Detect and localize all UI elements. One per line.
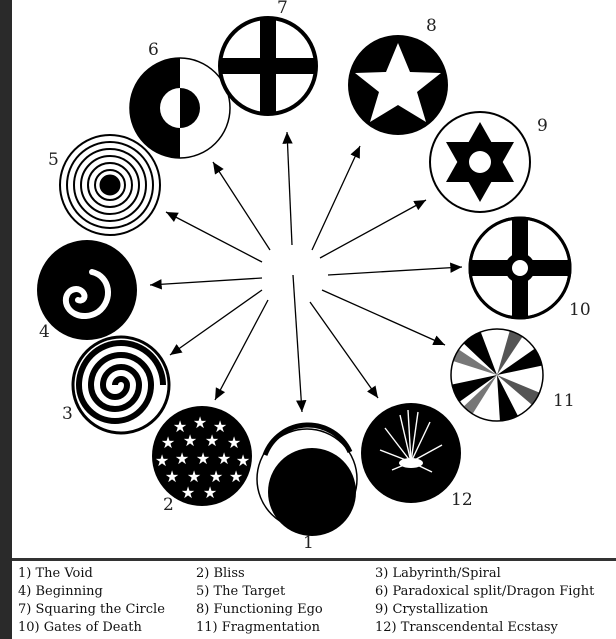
- symbol-12-transcendental-ecstasy: [361, 403, 461, 503]
- label-4: 4: [39, 324, 50, 341]
- arrow-12: [310, 302, 378, 398]
- label-5: 5: [48, 152, 59, 169]
- label-1: 1: [303, 535, 314, 552]
- symbol-10-gates-of-death: [470, 218, 570, 318]
- divider: [12, 558, 616, 561]
- arrow-9: [320, 200, 426, 258]
- svg-text:★: ★: [165, 467, 179, 486]
- legend-row: 4) Beginning 5) The Target 6) Paradoxica…: [18, 584, 612, 602]
- svg-text:★: ★: [181, 483, 195, 502]
- symbol-6-split: [130, 58, 230, 158]
- svg-text:★: ★: [175, 449, 189, 468]
- legend-row: 1) The Void 2) Bliss 3) Labyrinth/Spiral: [18, 566, 612, 584]
- label-6: 6: [148, 42, 159, 59]
- symbol-7-squaring-circle: [220, 18, 316, 114]
- arrow-3: [170, 290, 262, 355]
- symbol-4-beginning: [37, 240, 137, 340]
- arrow-10: [328, 267, 462, 275]
- legend-item: 5) The Target: [196, 584, 285, 599]
- label-8: 8: [426, 18, 437, 35]
- arrow-7: [287, 132, 292, 245]
- svg-text:★: ★: [193, 413, 207, 432]
- legend-item: 7) Squaring the Circle: [18, 602, 165, 617]
- arrow-1: [293, 275, 302, 412]
- legend-item: 11) Fragmentation: [196, 620, 320, 635]
- svg-text:★: ★: [196, 449, 210, 468]
- arrow-2: [215, 300, 268, 400]
- arrow-6: [213, 162, 270, 250]
- legend-item: 8) Functioning Ego: [196, 602, 323, 617]
- symbol-8-functioning-ego: [348, 35, 448, 135]
- svg-text:★: ★: [161, 433, 175, 452]
- symbol-11-fragmentation: [450, 329, 545, 422]
- arrow-8: [312, 146, 360, 250]
- svg-text:★: ★: [205, 431, 219, 450]
- symbol-1-void: [257, 425, 357, 536]
- label-11: 11: [553, 393, 575, 410]
- svg-text:★: ★: [217, 449, 231, 468]
- legend: 1) The Void 2) Bliss 3) Labyrinth/Spiral…: [18, 566, 612, 638]
- svg-text:★: ★: [203, 483, 217, 502]
- symbol-9-crystallization: [430, 112, 530, 212]
- legend-item: 10) Gates of Death: [18, 620, 142, 635]
- label-3: 3: [62, 406, 73, 423]
- legend-row: 7) Squaring the Circle 8) Functioning Eg…: [18, 602, 612, 620]
- legend-item: 2) Bliss: [196, 566, 245, 581]
- legend-item: 3) Labyrinth/Spiral: [375, 566, 501, 581]
- arrow-11: [322, 290, 445, 345]
- arrow-4: [150, 278, 262, 285]
- symbol-2-bliss: ★★★ ★★★★ ★★★★★ ★★★★ ★★: [152, 406, 252, 506]
- svg-text:★: ★: [183, 431, 197, 450]
- svg-text:★: ★: [229, 467, 243, 486]
- legend-item: 1) The Void: [18, 566, 93, 581]
- legend-item: 6) Paradoxical split/Dragon Fight: [375, 584, 594, 599]
- mandala-diagram: ★★★ ★★★★ ★★★★★ ★★★★ ★★: [0, 0, 616, 560]
- legend-item: 12) Transcendental Ecstasy: [375, 620, 558, 635]
- symbol-5-target: [60, 135, 160, 235]
- label-9: 9: [537, 118, 548, 135]
- legend-item: 4) Beginning: [18, 584, 103, 599]
- symbol-3-spiral: [73, 337, 169, 433]
- label-7: 7: [277, 0, 288, 17]
- label-12: 12: [451, 492, 473, 509]
- legend-row: 10) Gates of Death 11) Fragmentation 12)…: [18, 620, 612, 638]
- arrows: [150, 132, 462, 412]
- arrow-5: [166, 212, 262, 262]
- label-2: 2: [163, 497, 174, 514]
- label-10: 10: [569, 302, 591, 319]
- legend-item: 9) Crystallization: [375, 602, 488, 617]
